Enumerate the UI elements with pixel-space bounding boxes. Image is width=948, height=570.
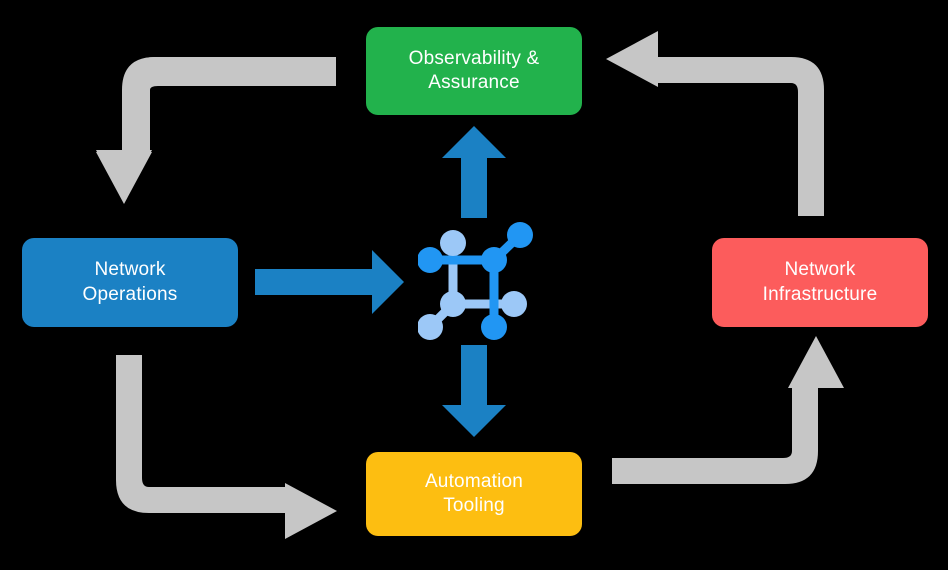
arrow-hub-to-observability <box>442 126 506 218</box>
arrow-hub-to-automation-tooling <box>442 345 506 437</box>
arrow-observability-to-network-operations <box>96 57 336 204</box>
arrow-network-infrastructure-to-observability <box>606 31 824 216</box>
node-network-infrastructure[interactable]: Network Infrastructure <box>712 238 928 327</box>
node-automation-tooling[interactable]: Automation Tooling <box>366 452 582 536</box>
network-topology-icon <box>418 222 533 340</box>
arrow-network-operations-to-hub <box>255 250 404 314</box>
node-network-operations[interactable]: Network Operations <box>22 238 238 327</box>
node-observability-assurance[interactable]: Observability & Assurance <box>366 27 582 115</box>
hub-light-nodes <box>418 230 527 340</box>
arrow-automation-tooling-to-network-infrastructure <box>612 336 844 484</box>
hub-dark-nodes <box>418 222 533 340</box>
arrow-network-operations-to-automation-tooling <box>116 355 337 539</box>
